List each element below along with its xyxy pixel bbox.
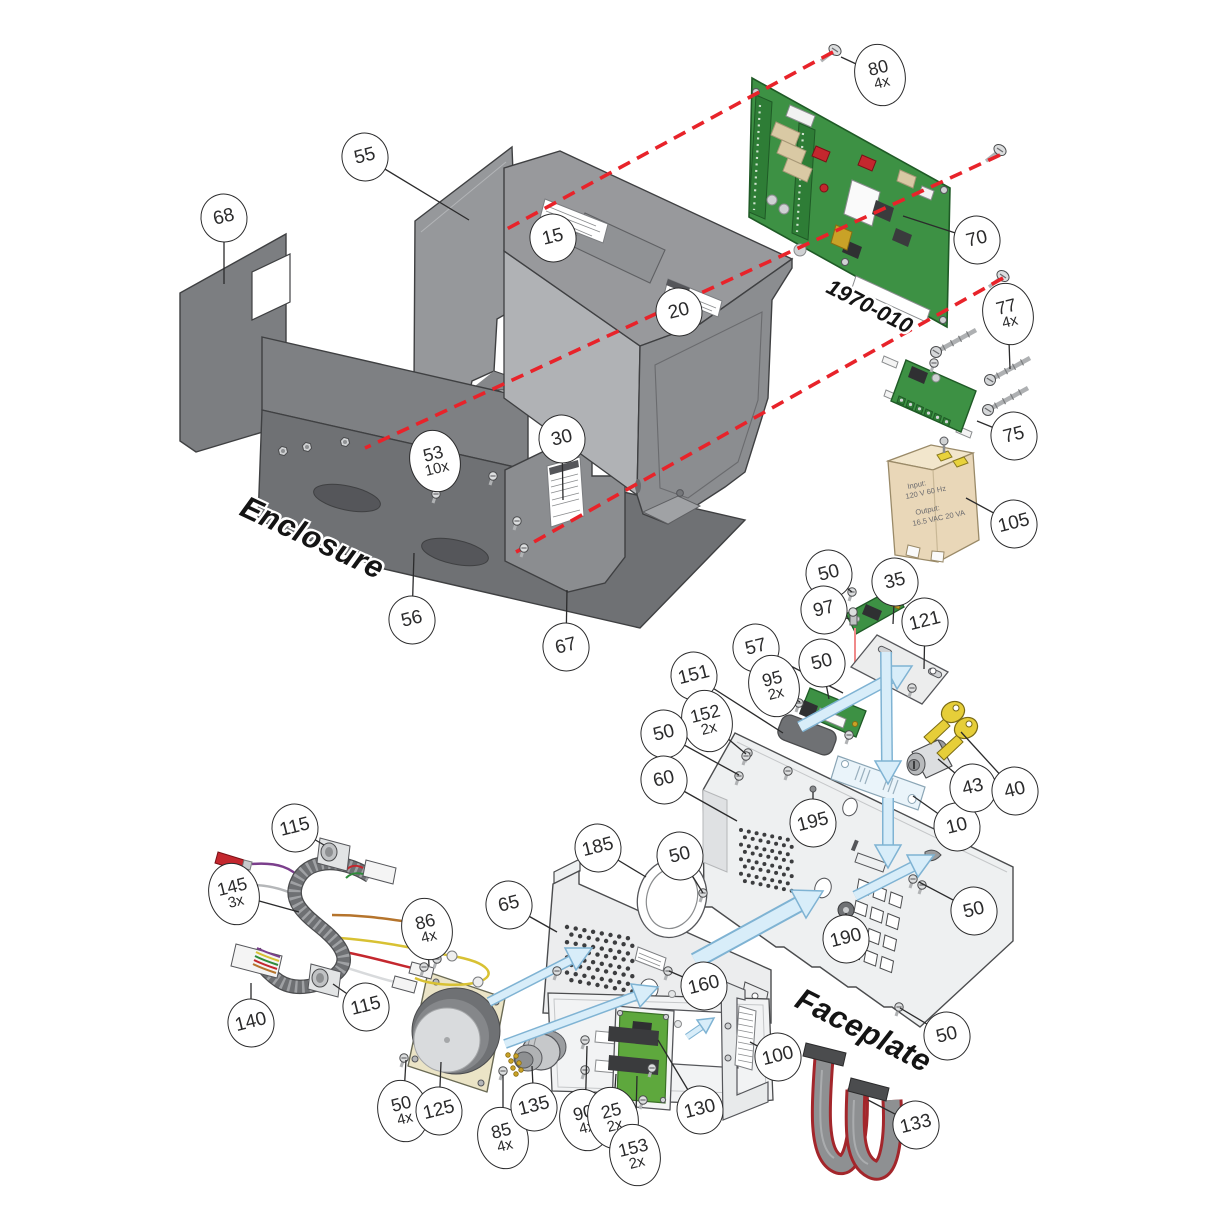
callout-quantity: 4x — [395, 1108, 415, 1129]
end-panel-68 — [179, 232, 291, 453]
wire-harness-140 — [214, 851, 490, 994]
callout-number: 43 — [960, 774, 986, 801]
callout-number: 190 — [827, 924, 864, 953]
callout-number: 151 — [675, 661, 712, 690]
callout-number: 100 — [759, 1042, 796, 1071]
callout-number: 10 — [944, 813, 970, 840]
callout-number: 140 — [232, 1008, 269, 1037]
callout-number: 133 — [897, 1110, 934, 1139]
callout-quantity: 2x — [766, 683, 786, 704]
callout-number: 50 — [961, 897, 987, 924]
keypad-board-130 — [594, 1005, 675, 1111]
callout-number: 115 — [348, 992, 384, 1021]
keys-40 — [923, 700, 979, 761]
callout-number: 75 — [1001, 422, 1027, 449]
callout-number: 130 — [681, 1095, 718, 1124]
mic-connector-135 — [505, 1030, 567, 1077]
callout-number: 56 — [399, 606, 425, 633]
callout-number: 135 — [515, 1092, 552, 1121]
control-board-70 — [748, 76, 951, 329]
callout-number: 30 — [549, 425, 575, 452]
callout-quantity: 2x — [699, 718, 719, 739]
callout-number: 70 — [964, 226, 990, 253]
callout-number: 195 — [794, 808, 831, 837]
callout-number: 115 — [277, 813, 313, 842]
mounting-screws-77 — [930, 328, 1032, 416]
callout-number: 185 — [579, 833, 616, 862]
callout-number: 121 — [906, 607, 943, 636]
grommet-115-bottom — [307, 963, 342, 998]
callout-number: 65 — [496, 891, 522, 918]
callout-quantity: 4x — [419, 926, 439, 947]
bottom-plate-56 — [257, 409, 747, 629]
callout-number: 50 — [934, 1022, 960, 1049]
transformer-105: Input: 120 V 60 Hz Output: 16.5 VAC 20 V… — [885, 436, 980, 563]
grommet-115-top — [316, 837, 351, 872]
small-screws — [277, 358, 939, 1110]
ribbon-cables-133 — [802, 1042, 903, 1181]
callout-number: 50 — [667, 842, 693, 869]
callout-number: 55 — [352, 143, 378, 170]
callout-quantity: 4x — [872, 72, 892, 93]
enclosure-hood — [503, 150, 794, 525]
callout-number: 15 — [540, 224, 566, 251]
serial-strip-10 — [830, 755, 926, 811]
callout-quantity: 10x — [423, 457, 451, 480]
callout-quantity: 2x — [627, 1152, 647, 1173]
callout-number: 35 — [882, 568, 908, 595]
callout-number: 50 — [809, 649, 835, 676]
callout-number: 60 — [651, 766, 677, 793]
callout-number: 105 — [995, 509, 1032, 538]
spec-label-30 — [546, 456, 585, 528]
assembly-arrows — [486, 651, 936, 1049]
callout-quantity: 4x — [1000, 311, 1020, 332]
callout-number: 40 — [1002, 777, 1028, 804]
label-bracket-100 — [720, 979, 769, 1121]
callout-number: 125 — [420, 1096, 457, 1125]
callout-number: 68 — [211, 204, 237, 231]
callout-number: 20 — [666, 298, 692, 325]
standoff-97 — [848, 607, 858, 664]
alignment-dashes — [364, 50, 1004, 554]
speaker-125 — [407, 971, 506, 1093]
terminal-board-75 — [881, 355, 977, 439]
callout-quantity: 4x — [495, 1135, 515, 1156]
callout-quantity: 3x — [226, 891, 246, 912]
transformer-text-input: Input: — [907, 478, 927, 491]
callout-number: 50 — [651, 720, 677, 747]
plate-label-160 — [634, 946, 667, 972]
callout-number: 50 — [816, 560, 842, 587]
callout-number: 160 — [685, 971, 722, 1000]
callout-number: 97 — [811, 596, 837, 623]
callout-number: 67 — [553, 633, 579, 660]
